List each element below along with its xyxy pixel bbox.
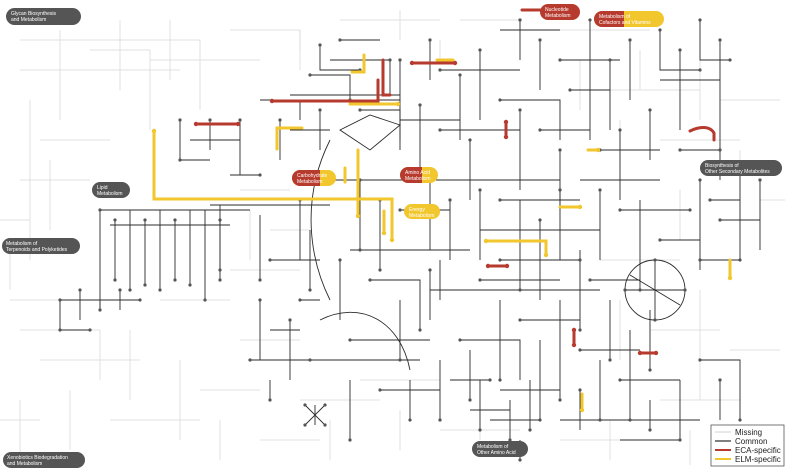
common-pathways <box>59 20 761 460</box>
legend-label-eca: ECA-specific <box>735 446 781 455</box>
label-energy-line1: Energy <box>409 207 425 213</box>
label-carbohydrate-line1: Carbohydrate <box>297 173 328 179</box>
label-nucleotide-pill <box>540 4 580 20</box>
label-aminoacid-line1: Amino Acid <box>405 170 430 176</box>
label-lipid: Lipid Metabolism <box>92 182 130 198</box>
label-aminoacid-line2: Metabolism <box>405 176 431 182</box>
label-lipid-line1: Lipid <box>97 185 108 191</box>
label-nucleotide: Nucleotide Metabolism <box>540 4 580 20</box>
label-carbohydrate: Carbohydrate Metabolism <box>292 170 336 186</box>
legend-item-elm: ELM-specific <box>715 455 781 464</box>
label-terpenoids-line2: Terpenoids and Polyketides <box>6 247 68 253</box>
missing-pathways <box>0 10 785 465</box>
label-cofactors-line1: Metabolism of <box>599 14 631 20</box>
legend-item-eca: ECA-specific <box>715 446 781 455</box>
label-aminoacid-pill-split-fill <box>412 167 422 183</box>
legend-item-missing: Missing <box>715 428 762 437</box>
label-terpenoids-line1: Metabolism of <box>6 241 38 247</box>
label-energy-line2: Metabolism <box>409 213 435 219</box>
label-carbohydrate-pill-split-fill <box>306 170 320 186</box>
eca-nodes <box>193 60 659 356</box>
elm-nodes <box>151 101 733 413</box>
label-lipid-pill <box>92 182 130 198</box>
elm-specific-pathways <box>152 17 732 412</box>
label-xenobiotics-line2: and Metabolism <box>7 461 42 467</box>
label-xenobiotics-line1: Xenobiotics Biodegradation <box>7 455 68 461</box>
label-glycan-line2: and Metabolism <box>11 17 46 23</box>
label-glycan-line1: Glycan Biosynthesis <box>11 11 57 17</box>
label-other-amino-line1: Metabolism of <box>477 444 509 450</box>
label-terpenoids: Metabolism of Terpenoids and Polyketides <box>2 238 80 254</box>
legend-label-missing: Missing <box>735 428 762 437</box>
label-lipid-line2: Metabolism <box>97 191 123 197</box>
label-energy: Energy Metabolism <box>404 204 440 219</box>
category-labels: Glycan Biosynthesis and Metabolism Nucle… <box>2 4 782 468</box>
label-secondary-pill <box>700 160 782 176</box>
label-secondary-line1: Biosynthesis of <box>705 163 739 169</box>
label-glycan: Glycan Biosynthesis and Metabolism <box>6 8 81 25</box>
label-secondary: Biosynthesis of Other Secondary Metaboli… <box>700 160 782 176</box>
label-aminoacid: Amino Acid Metabolism <box>400 167 438 183</box>
label-nucleotide-line1: Nucleotide <box>545 7 569 13</box>
label-glycan-pill <box>6 8 81 25</box>
eca-specific-pathways <box>194 8 716 355</box>
label-carbohydrate-line2: Metabolism <box>297 179 323 185</box>
label-secondary-line2: Other Secondary Metabolites <box>705 169 770 175</box>
label-other-amino-line2: Other Amino Acid <box>477 450 516 456</box>
legend-label-elm: ELM-specific <box>735 455 781 464</box>
label-terpenoids-pill <box>2 238 80 254</box>
label-xenobiotics-pill <box>3 452 85 468</box>
label-other-amino-pill <box>472 441 528 457</box>
label-xenobiotics: Xenobiotics Biodegradation and Metabolis… <box>3 452 85 468</box>
label-cofactors-line2: Cofactors and Vitamins <box>599 20 651 26</box>
label-nucleotide-line2: Metabolism <box>545 13 571 19</box>
label-other-amino: Metabolism of Other Amino Acid <box>472 441 528 457</box>
label-energy-pill <box>404 204 440 219</box>
legend-label-common: Common <box>735 437 767 446</box>
label-cofactors-pill-split-fill <box>610 11 624 27</box>
legend-item-common: Common <box>715 437 767 446</box>
label-cofactors: Metabolism of Cofactors and Vitamins <box>594 11 664 27</box>
legend: Missing Common ECA-specific ELM-specific <box>710 424 785 467</box>
